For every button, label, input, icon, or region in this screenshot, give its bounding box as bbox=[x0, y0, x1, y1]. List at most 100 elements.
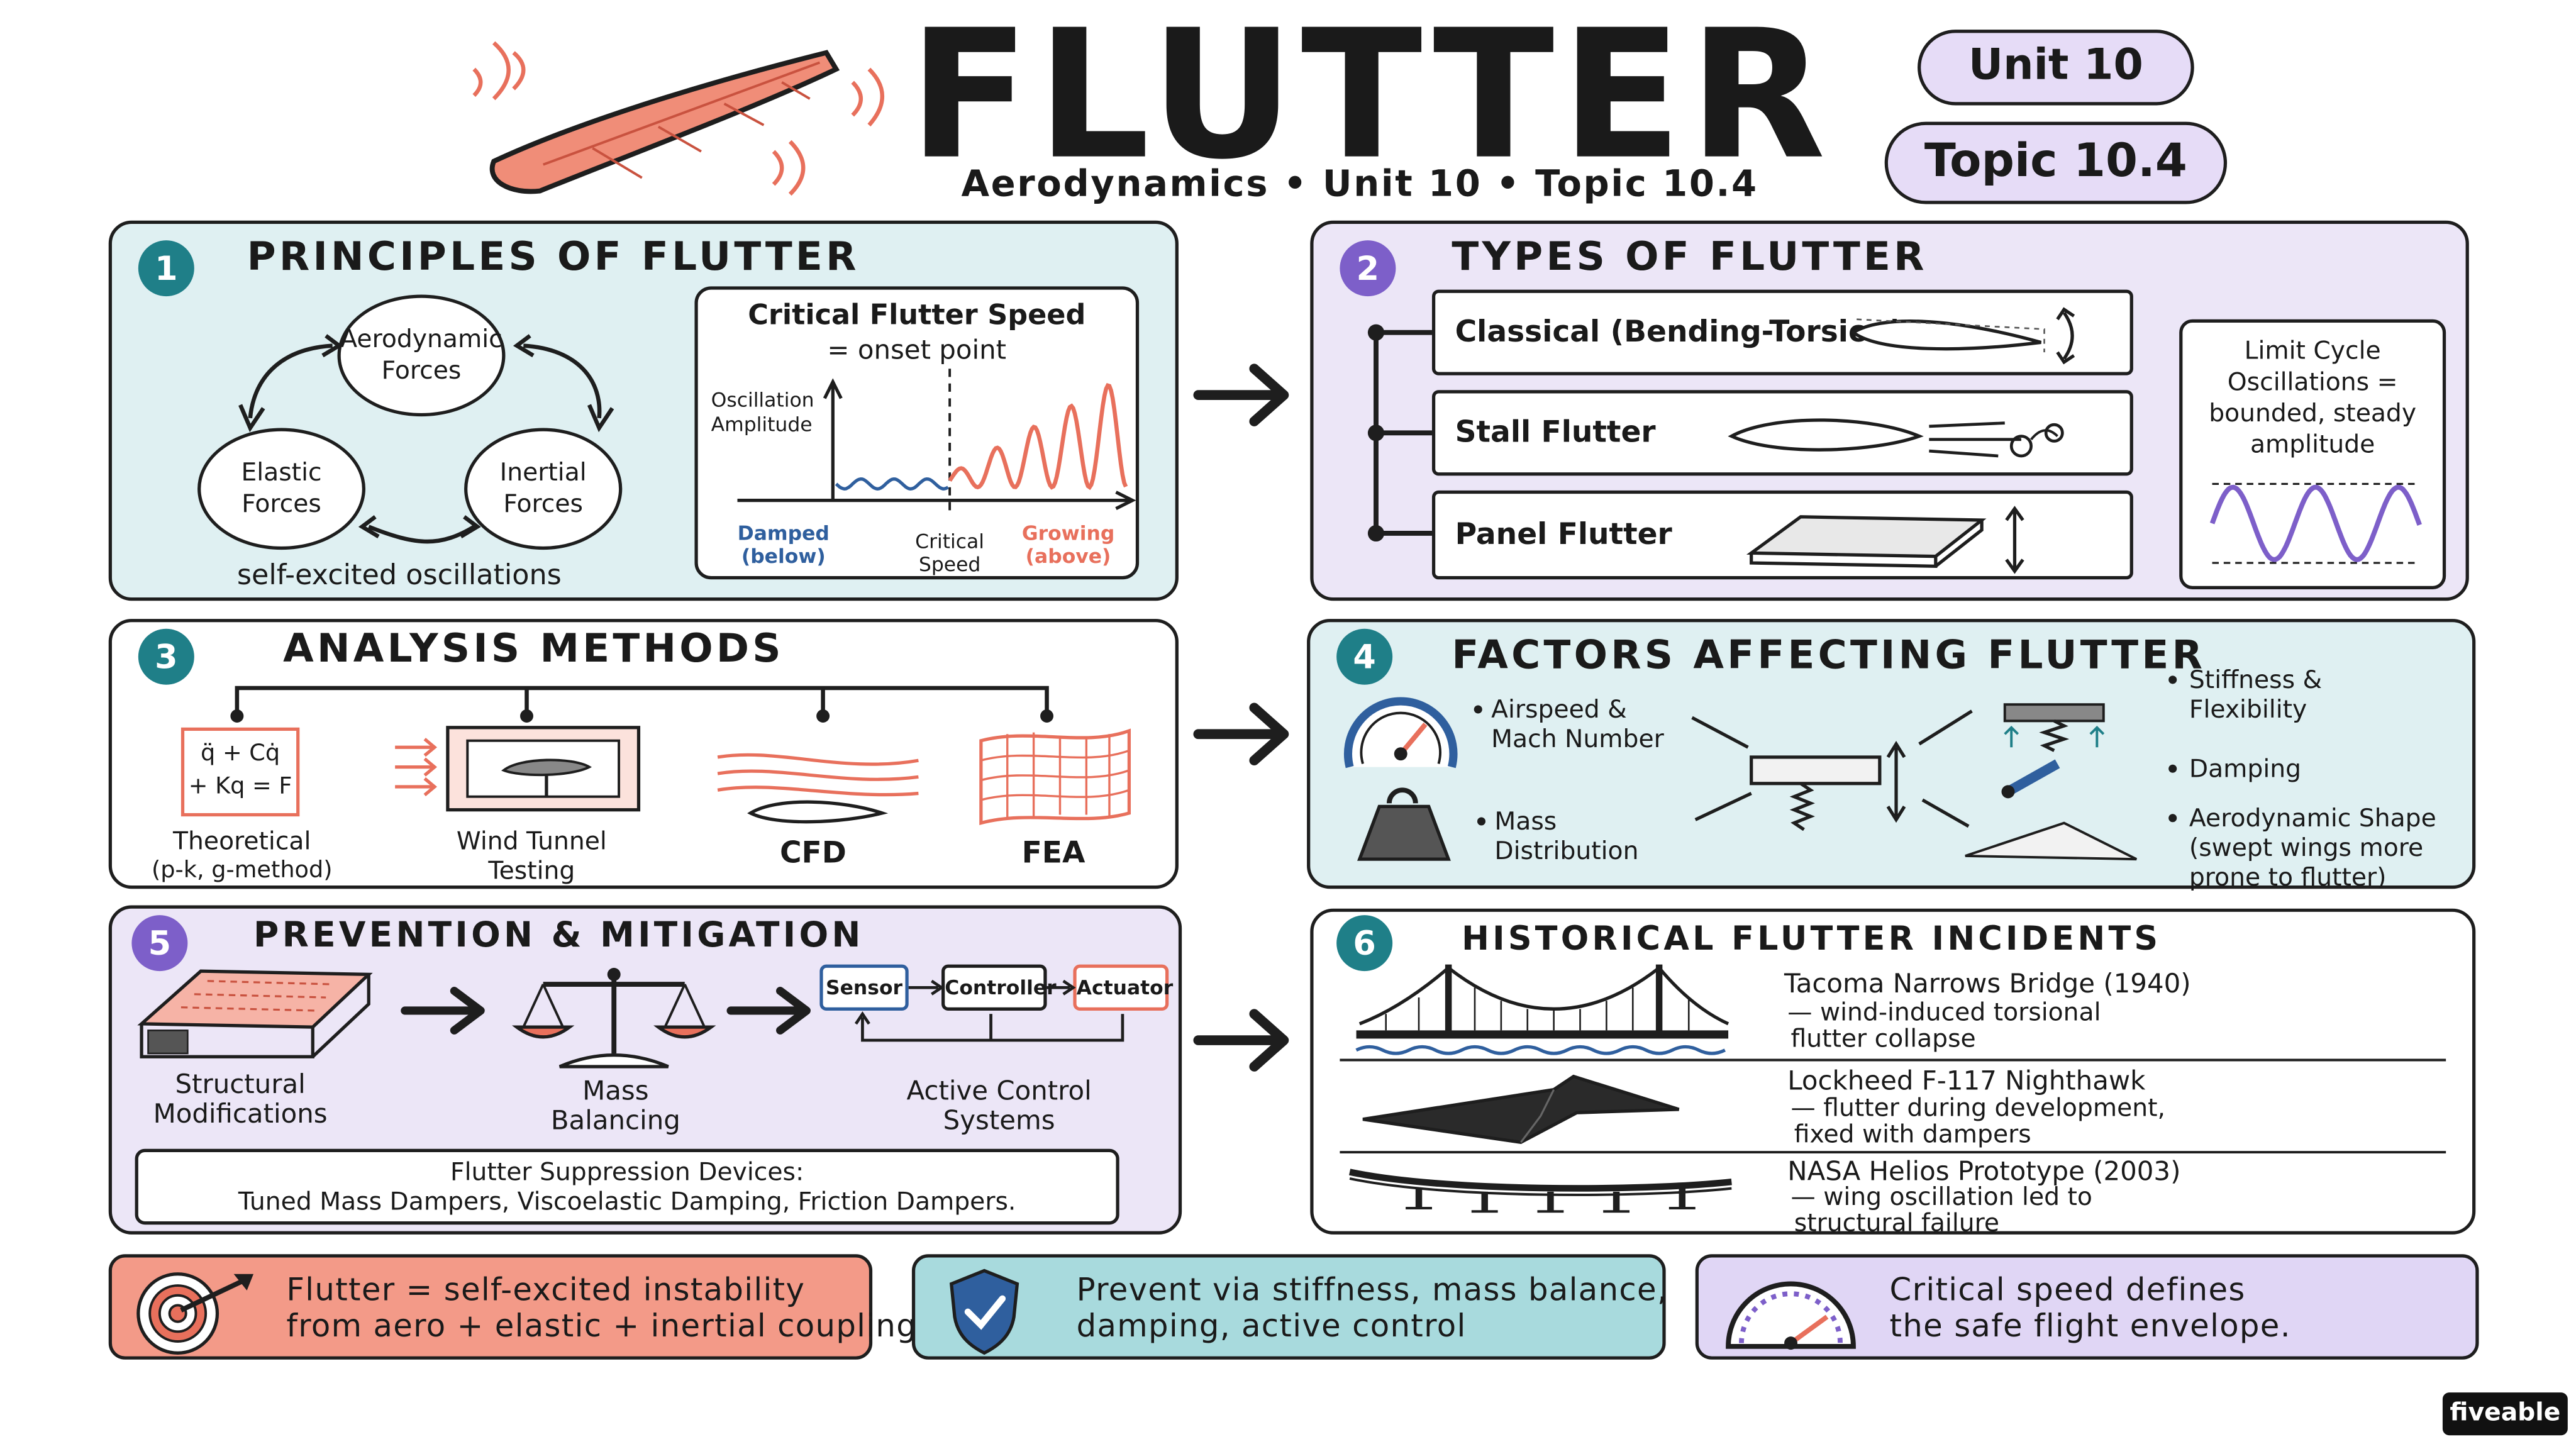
active-control-line2: Systems bbox=[943, 1104, 1055, 1136]
section-arrows bbox=[1193, 364, 1289, 1072]
summary-speed-card: Critical speed defines the safe flight e… bbox=[1695, 1254, 2479, 1360]
bridge-icon bbox=[1355, 964, 1729, 1055]
control-loop-arrows bbox=[854, 979, 1124, 1042]
factor-mass-line2: Distribution bbox=[1494, 836, 1639, 866]
section-number-3: 3 bbox=[138, 628, 194, 685]
incident-f117-line1: — flutter during development, bbox=[1790, 1092, 2166, 1123]
incident-helios-line1: — wing oscillation led to bbox=[1790, 1182, 2092, 1212]
limit-cycle-wave bbox=[2209, 482, 2422, 564]
lco-line1: Limit Cycle bbox=[2244, 335, 2381, 366]
topic-badge: Topic 10.4 bbox=[1884, 121, 2228, 204]
chart-title-line1: Critical Flutter Speed bbox=[748, 299, 1086, 333]
factor-shape-line2: (swept wings more bbox=[2189, 833, 2424, 863]
analysis-bracket bbox=[230, 686, 1054, 723]
damped-label-line1: Damped bbox=[737, 521, 830, 545]
equation-line1: q̈ + Cq̇ bbox=[201, 740, 280, 767]
factors-title: FACTORS AFFECTING FLUTTER bbox=[1452, 632, 2206, 679]
section-number-2: 2 bbox=[1340, 240, 1396, 297]
limit-cycle-card: Limit Cycle Oscillations = bounded, stea… bbox=[2179, 319, 2446, 589]
incident-tacoma-line1: — wind-induced torsional bbox=[1787, 997, 2101, 1028]
cfd-icon bbox=[717, 753, 919, 824]
factors-panel: 4 FACTORS AFFECTING FLUTTER Airspeed & M… bbox=[1307, 619, 2476, 892]
mass-balance-scale-icon bbox=[511, 967, 716, 1069]
types-title: TYPES OF FLUTTER bbox=[1452, 233, 1928, 280]
page-title: FLUTTER bbox=[908, 0, 1833, 199]
method-cfd: CFD bbox=[779, 836, 847, 871]
devices-line2: Tuned Mass Dampers, Viscoelastic Damping… bbox=[238, 1187, 1016, 1217]
amplitude-curve bbox=[737, 369, 1136, 511]
mass-balancing-line2: Balancing bbox=[550, 1104, 680, 1136]
devices-line1: Flutter Suppression Devices: bbox=[450, 1157, 804, 1187]
summary-left-line2: from aero + elastic + inertial coupling bbox=[286, 1308, 918, 1345]
critical-speed-chart: Critical Flutter Speed = onset point Osc… bbox=[694, 286, 1140, 580]
controller-box: Controller bbox=[941, 964, 1057, 1011]
speedometer-icon bbox=[1726, 1281, 1856, 1350]
stall-wake-icon bbox=[1728, 418, 2064, 458]
structural-beam-icon bbox=[137, 969, 373, 1058]
lco-line2: Oscillations = bbox=[2227, 367, 2398, 397]
method-theoretical-line1: Theoretical bbox=[173, 826, 311, 856]
incident-f117-line2: fixed with dampers bbox=[1794, 1119, 2031, 1149]
airspeed-gauge-icon bbox=[1343, 697, 1458, 769]
lco-line3: bounded, steady bbox=[2209, 398, 2417, 428]
critical-label-line1: Critical bbox=[915, 530, 985, 553]
suppression-devices-box: Flutter Suppression Devices: Tuned Mass … bbox=[135, 1148, 1119, 1225]
incident-tacoma-name: Tacoma Narrows Bridge (1940) bbox=[1784, 967, 2191, 999]
factor-airspeed-line1: Airspeed & bbox=[1491, 694, 1627, 724]
section-number-4: 4 bbox=[1336, 628, 1393, 685]
airfoil-twist-icon bbox=[1850, 307, 2075, 365]
factor-stiffness-line1: Stiffness & bbox=[2189, 665, 2323, 695]
helios-wing-icon bbox=[1349, 1169, 1732, 1213]
structural-line1: Structural bbox=[175, 1068, 306, 1100]
factor-stiffness-line2: Flexibility bbox=[2189, 694, 2307, 724]
growing-label-line1: Growing bbox=[1021, 521, 1115, 545]
incident-tacoma-line2: flutter collapse bbox=[1790, 1023, 1976, 1054]
growing-label-line2: (above) bbox=[1025, 545, 1111, 568]
prevention-arrows bbox=[401, 987, 811, 1035]
sensor-box: Sensor bbox=[819, 964, 909, 1011]
chart-ylabel-line1: Oscillation bbox=[711, 388, 814, 412]
method-theoretical-line2: (p-k, g-method) bbox=[151, 857, 333, 884]
fea-mesh-icon bbox=[979, 728, 1131, 826]
panel-plate-icon bbox=[1746, 506, 2024, 574]
elastic-forces-node: Elastic Forces bbox=[197, 428, 366, 550]
shield-check-icon bbox=[949, 1269, 1019, 1355]
aerodynamic-forces-node: Aerodynamic Forces bbox=[337, 294, 506, 417]
incidents-title: HISTORICAL FLUTTER INCIDENTS bbox=[1462, 918, 2162, 958]
factor-shape-line3: prone to flutter) bbox=[2189, 862, 2387, 892]
type-stall: Stall Flutter bbox=[1431, 390, 2133, 476]
incident-dividers bbox=[1340, 1058, 2446, 1154]
force-cycle-arrows bbox=[238, 334, 614, 544]
fiveable-logo: fiveable bbox=[2442, 1392, 2568, 1436]
lco-line4: amplitude bbox=[2250, 430, 2375, 460]
prevention-title: PREVENTION & MITIGATION bbox=[253, 915, 864, 955]
principles-caption: self-excited oscillations bbox=[236, 559, 562, 593]
stealth-jet-icon bbox=[1362, 1074, 1680, 1145]
chart-ylabel-line2: Amplitude bbox=[711, 413, 813, 436]
method-fea: FEA bbox=[1021, 836, 1085, 871]
section-number-6: 6 bbox=[1336, 915, 1393, 972]
active-control-line1: Active Control bbox=[906, 1075, 1092, 1106]
factor-airspeed-line2: Mach Number bbox=[1491, 724, 1664, 754]
prevention-panel: 5 PREVENTION & MITIGATION Structural Mod… bbox=[108, 905, 1182, 1235]
summary-right-line2: the safe flight envelope. bbox=[1889, 1308, 2291, 1345]
damped-label-line2: (below) bbox=[741, 545, 826, 568]
summary-mid-line1: Prevent via stiffness, mass balance, bbox=[1076, 1272, 1668, 1309]
mass-balancing-line1: Mass bbox=[582, 1075, 649, 1106]
summary-instability-card: Flutter = self-excited instability from … bbox=[108, 1254, 916, 1360]
summary-mid-line2: damping, active control bbox=[1076, 1308, 1467, 1345]
actuator-box: Actuator bbox=[1073, 964, 1173, 1011]
type-panel: Panel Flutter bbox=[1431, 490, 2133, 580]
types-bracket bbox=[1367, 324, 1432, 542]
summary-left-line1: Flutter = self-excited instability bbox=[286, 1272, 806, 1309]
principles-panel: 1 PRINCIPLES OF FLUTTER Aerodynamic Forc… bbox=[108, 220, 1179, 601]
flutter-wing-icon bbox=[472, 41, 884, 196]
types-panel: 2 TYPES OF FLUTTER Classical (Bending-To… bbox=[1310, 220, 2469, 601]
equation-card: q̈ + Cq̇ + Kq = F bbox=[180, 727, 300, 817]
critical-label-line2: Speed bbox=[918, 553, 981, 577]
principles-title: PRINCIPLES OF FLUTTER bbox=[247, 233, 860, 280]
type-classical: Classical (Bending-Torsion) bbox=[1431, 289, 2133, 375]
aeroelastic-model-icon bbox=[1691, 703, 2138, 861]
factor-shape-line1: Aerodynamic Shape bbox=[2189, 803, 2436, 833]
